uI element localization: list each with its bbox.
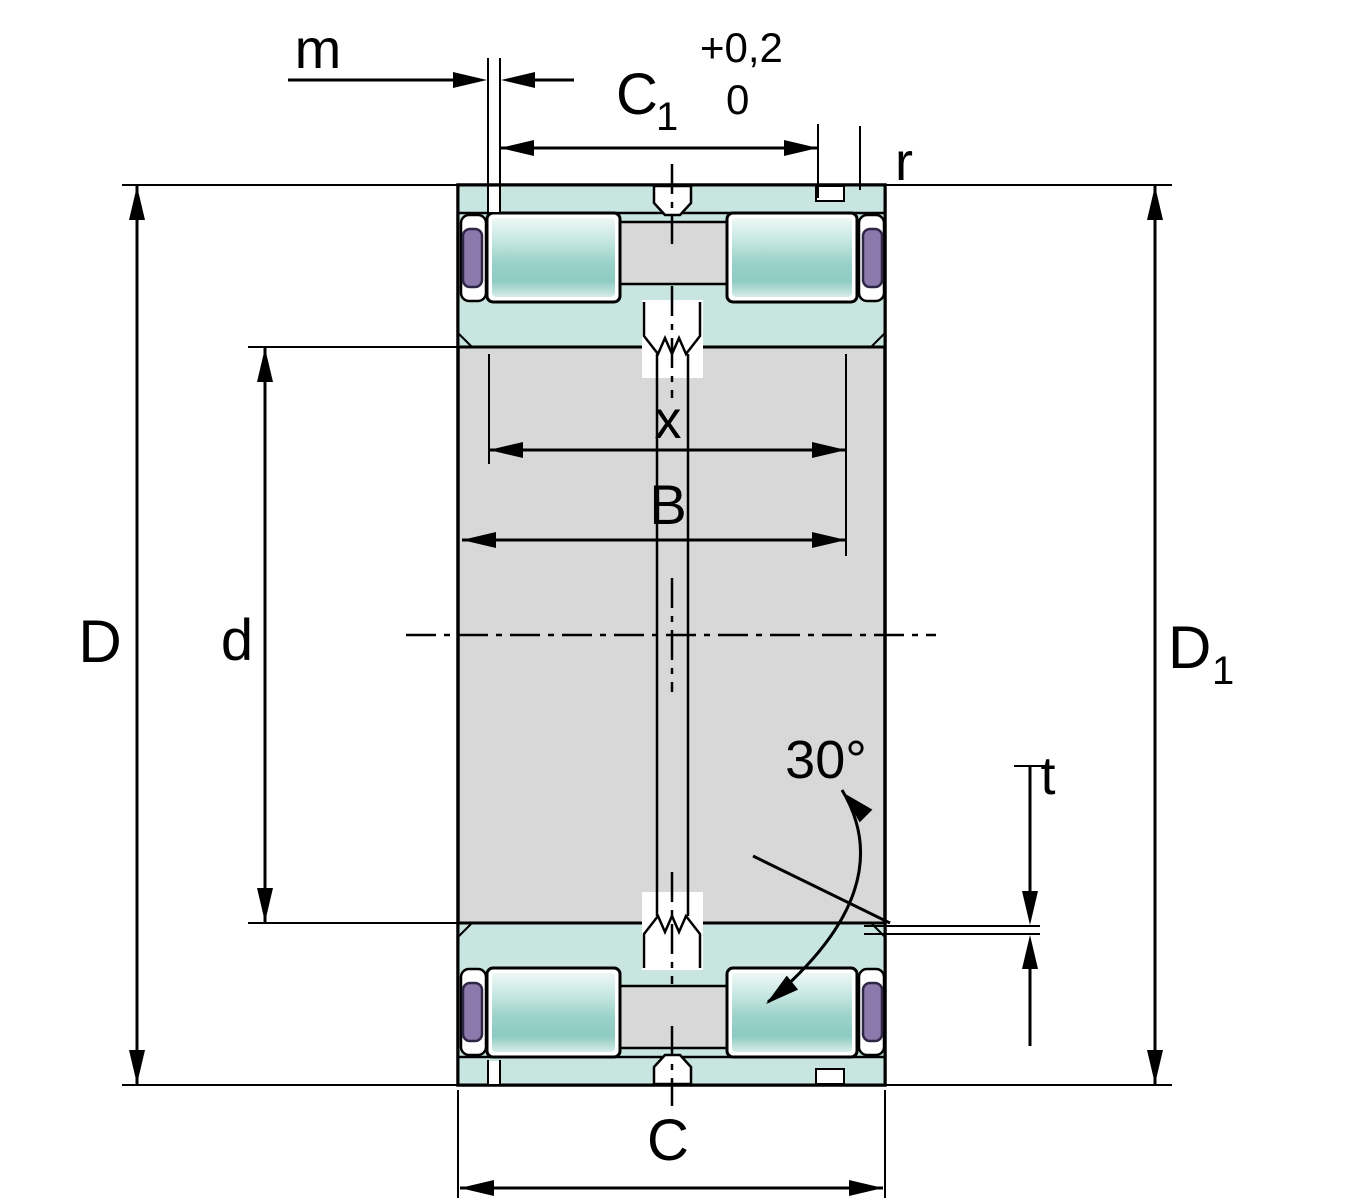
label-bore-diameter: d [221, 608, 253, 673]
arrowhead [462, 532, 496, 548]
roller-face [492, 973, 615, 1052]
label-m: m [295, 17, 342, 80]
label-c1-tol-lower: 0 [726, 76, 749, 123]
arrowhead [453, 72, 487, 88]
arrowhead [129, 186, 145, 220]
center-flange-top [618, 220, 729, 286]
centerlines [406, 164, 936, 1106]
arrowhead [784, 140, 818, 156]
face-groove-bottom-right [815, 1068, 845, 1085]
arrowhead [1022, 935, 1038, 969]
roller-face [492, 218, 615, 297]
bore-chamfer [457, 332, 473, 348]
label-r: r [895, 132, 913, 192]
seal-bottom-left [459, 967, 488, 1057]
label-x: x [655, 390, 682, 450]
extension-lines [122, 58, 1172, 1198]
bore-chamfer [457, 922, 473, 938]
seal-lip [461, 227, 484, 289]
labels: m C 1 +0,2 0 r x B D d D 1 30° t C [78, 17, 1234, 1173]
arrowhead [489, 442, 523, 458]
roller-face [732, 218, 852, 297]
arrowhead [842, 792, 873, 823]
roller-face [732, 973, 852, 1052]
center-flange-bottom [618, 984, 729, 1050]
label-d1-sub: 1 [1212, 649, 1234, 693]
roller-bottom-left [485, 966, 622, 1059]
seal-top-left [459, 213, 488, 303]
arrowhead [1147, 1050, 1163, 1084]
label-outer-diameter: D [78, 608, 121, 675]
arrowhead [501, 72, 535, 88]
label-c1-sub: 1 [656, 95, 678, 139]
face-groove-top-right [815, 185, 845, 202]
seal-lip [861, 227, 884, 289]
label-c1-main: C [616, 62, 658, 127]
arrowhead [460, 1180, 494, 1196]
roller-top-left [485, 211, 622, 304]
locating-slot-top [489, 187, 499, 212]
dimension-lines [135, 78, 1157, 1190]
arrowhead [1147, 186, 1163, 220]
center-split-top [652, 184, 693, 217]
locating-slot-bottom [489, 1061, 499, 1084]
label-angle: 30° [785, 730, 867, 790]
roller-top-right [725, 211, 859, 304]
seal-lip [461, 981, 484, 1043]
arrowhead [129, 1050, 145, 1084]
label-b: B [649, 473, 686, 536]
arrowhead [812, 442, 846, 458]
seal-lip [861, 981, 884, 1043]
arrowhead [500, 140, 534, 156]
arrowhead [1022, 891, 1038, 925]
arrowhead [766, 975, 799, 1004]
label-c: C [647, 1108, 689, 1173]
label-c1-tol-upper: +0,2 [700, 24, 783, 71]
arrowhead [257, 888, 273, 922]
angle-arc [767, 789, 863, 1004]
arrowheads [129, 72, 1163, 1196]
arrowhead [812, 532, 846, 548]
seal-bottom-right [857, 967, 886, 1057]
arrowhead [849, 1180, 883, 1196]
label-t: t [1040, 746, 1055, 806]
label-d1-main: D [1168, 614, 1211, 681]
seal-top-right [857, 213, 886, 303]
arrowhead [257, 348, 273, 382]
roller-bottom-right [725, 966, 859, 1059]
bore-chamfer [870, 332, 886, 348]
angle-reference-line [752, 854, 891, 925]
